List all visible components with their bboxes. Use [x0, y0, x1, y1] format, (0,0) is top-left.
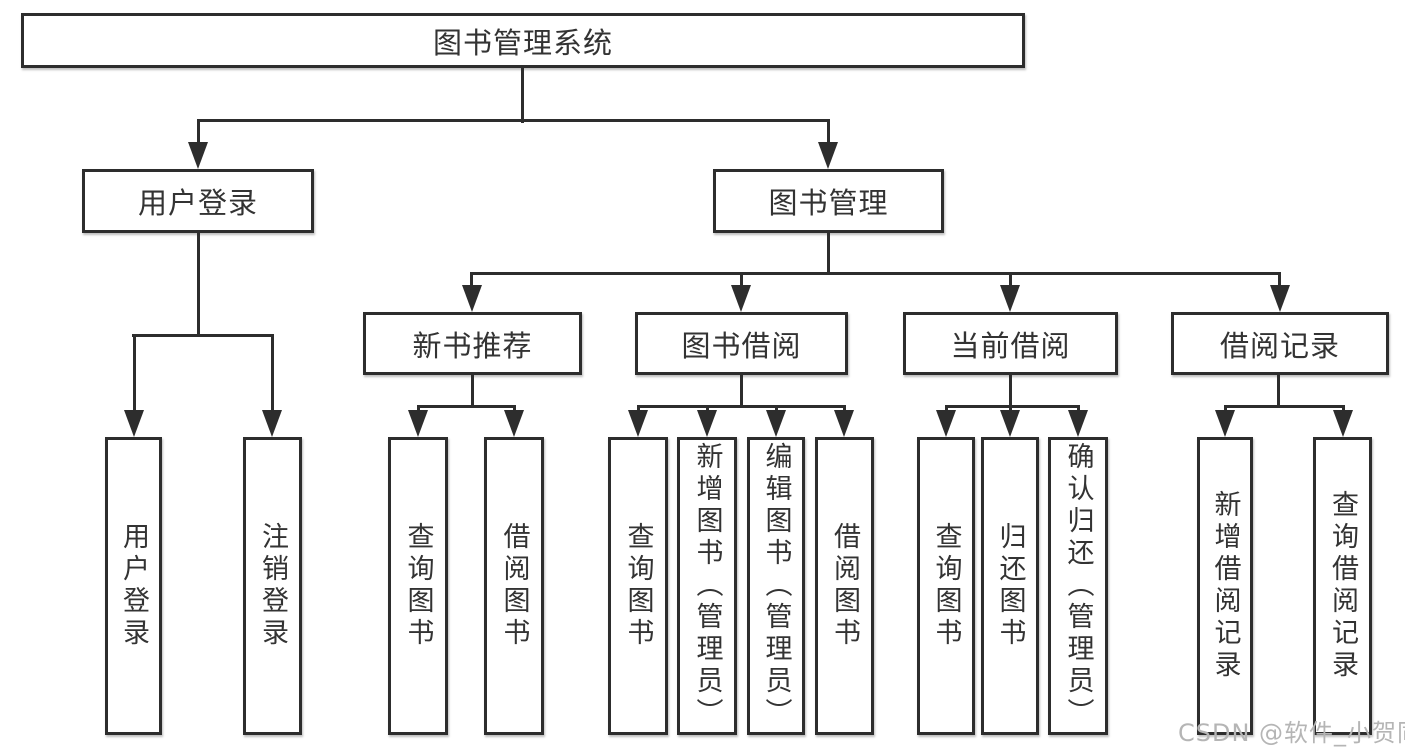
node-label: 确认归还（管理员）	[1062, 442, 1094, 730]
arrow-down-icon	[628, 410, 648, 437]
arrow-down-icon	[1333, 410, 1353, 437]
leaf-add-books-admin: 新增图书（管理员）	[677, 437, 737, 735]
node-label: 图书借阅	[681, 328, 802, 363]
node-label: 查询图书	[622, 522, 654, 650]
arrow-down-icon	[766, 410, 786, 437]
node-label: 注销登录	[257, 522, 288, 650]
node-borrowing-records: 借阅记录	[1171, 312, 1389, 375]
connector-line	[470, 273, 473, 289]
connector-line	[1278, 273, 1281, 289]
node-book-borrowing: 图书借阅	[635, 312, 848, 375]
node-book-management: 图书管理	[713, 169, 944, 233]
node-label: 用户登录	[137, 186, 258, 220]
leaf-query-books-current: 查询图书	[917, 437, 975, 735]
arrow-down-icon	[834, 410, 854, 437]
connector-line	[197, 120, 200, 146]
arrow-down-icon	[124, 410, 144, 437]
arrow-down-icon	[697, 410, 717, 437]
connector-line	[197, 233, 200, 337]
node-label: 当前借阅	[950, 328, 1071, 363]
connector-line	[1009, 375, 1012, 408]
node-label: 图书管理	[768, 186, 889, 220]
connector-line	[133, 335, 136, 415]
leaf-confirm-return-admin: 确认归还（管理员）	[1048, 437, 1108, 735]
csdn-watermark: CSDN @软件_小贺同学	[1178, 719, 1405, 747]
node-label: 新增图书（管理员）	[691, 442, 723, 730]
node-label: 用户登录	[118, 522, 149, 650]
node-library-management-system: 图书管理系统	[21, 13, 1025, 68]
leaf-query-books-borrowing: 查询图书	[608, 437, 668, 735]
node-label: 归还图书	[994, 522, 1026, 650]
connector-line	[827, 233, 830, 275]
node-label: 查询借阅记录	[1327, 490, 1358, 682]
arrow-down-icon	[1000, 285, 1020, 312]
node-label: 借阅记录	[1219, 328, 1340, 363]
connector-line	[471, 375, 474, 408]
node-user-login: 用户登录	[82, 169, 314, 233]
leaf-return-books: 归还图书	[981, 437, 1039, 735]
leaf-user-login: 用户登录	[105, 437, 162, 735]
arrow-down-icon	[1215, 410, 1235, 437]
connector-line	[470, 272, 1281, 275]
leaf-query-books-recommend: 查询图书	[388, 437, 448, 735]
node-label: 借阅图书	[829, 522, 860, 650]
node-label: 新增借阅记录	[1209, 490, 1241, 682]
node-label: 编辑图书（管理员）	[760, 442, 792, 730]
node-current-borrowing: 当前借阅	[903, 312, 1118, 375]
connector-line	[417, 405, 516, 408]
connector-line	[637, 405, 846, 408]
node-new-book-recommend: 新书推荐	[363, 312, 582, 375]
connector-line	[827, 120, 830, 146]
connector-line	[740, 273, 743, 289]
node-label: 借阅图书	[498, 522, 530, 650]
connector-line	[740, 375, 743, 408]
connector-line	[945, 405, 1080, 408]
arrow-down-icon	[1000, 410, 1020, 437]
arrow-down-icon	[504, 410, 524, 437]
arrow-down-icon	[188, 142, 208, 169]
node-label: 新书推荐	[412, 328, 533, 363]
arrow-down-icon	[408, 410, 428, 437]
node-label: 查询图书	[930, 522, 962, 650]
connector-line	[1224, 405, 1345, 408]
leaf-add-borrow-record: 新增借阅记录	[1197, 437, 1253, 735]
arrow-down-icon	[262, 410, 282, 437]
leaf-edit-books-admin: 编辑图书（管理员）	[747, 437, 805, 735]
connector-line	[132, 334, 274, 337]
connector-line	[1009, 273, 1012, 289]
connector-line	[1277, 375, 1280, 408]
connector-line	[271, 335, 274, 415]
node-label: 查询图书	[402, 522, 434, 650]
leaf-borrow-books-borrowing: 借阅图书	[815, 437, 874, 735]
arrow-down-icon	[818, 142, 838, 169]
arrow-down-icon	[936, 410, 956, 437]
leaf-logout: 注销登录	[243, 437, 302, 735]
connector-line	[521, 68, 524, 123]
arrow-down-icon	[462, 285, 482, 312]
arrow-down-icon	[1270, 285, 1290, 312]
arrow-down-icon	[1068, 410, 1088, 437]
leaf-borrow-books-recommend: 借阅图书	[484, 437, 544, 735]
leaf-query-borrow-record: 查询借阅记录	[1313, 437, 1372, 735]
node-label: 图书管理系统	[432, 25, 613, 60]
arrow-down-icon	[731, 285, 751, 312]
connector-line	[197, 119, 830, 122]
